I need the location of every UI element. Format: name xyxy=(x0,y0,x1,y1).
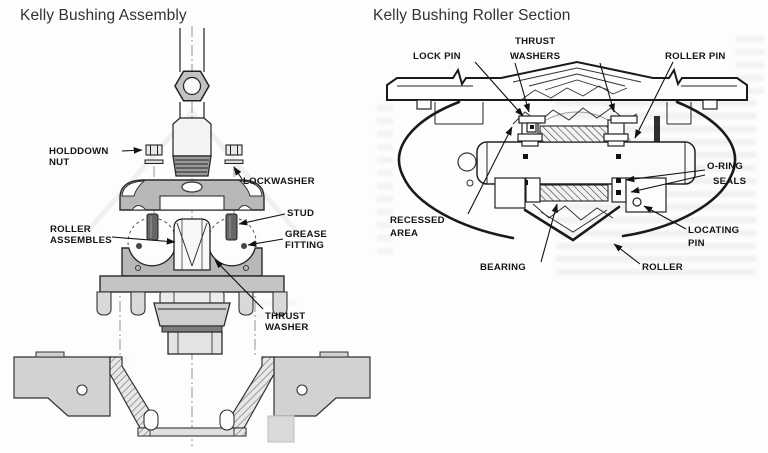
label-grease-fitting: GREASE xyxy=(285,229,327,240)
label-o-ring-seals: O-RING xyxy=(707,161,743,172)
label-roller-pin: ROLLER PIN xyxy=(665,51,726,62)
stud-right xyxy=(225,213,238,241)
holddown-nut-left xyxy=(144,144,164,164)
kelly-saver-sub xyxy=(172,117,212,177)
bearing-lower xyxy=(539,184,609,202)
roller-bottom xyxy=(523,203,621,242)
kelly-groove-piece xyxy=(173,218,211,271)
label-grease-fitting-2: FITTING xyxy=(285,240,324,251)
bearing-upper xyxy=(539,125,609,143)
label-locating-pin-2: PIN xyxy=(688,238,705,249)
label-roller-assembles-2: ASSEMBLES xyxy=(50,235,112,246)
master-bushing-funnel xyxy=(109,356,275,437)
hex-nut-top-view xyxy=(174,70,210,102)
label-locating-pin: LOCATING xyxy=(688,225,739,236)
label-stud: STUD xyxy=(287,208,314,219)
roller-section-callouts: LOCK PIN THRUST WASHERS ROLLER PIN O-RIN… xyxy=(390,36,747,273)
label-roller: ROLLER xyxy=(642,262,683,273)
label-thrust-washer-2: WASHER xyxy=(265,322,309,333)
label-holddown-nut-2: NUT xyxy=(49,157,69,168)
grease-fitting-right xyxy=(241,243,247,249)
roller-section-figure-title: Kelly Bushing Roller Section xyxy=(373,7,571,24)
table-top-plate xyxy=(386,60,748,110)
assembly-figure-title: Kelly Bushing Assembly xyxy=(20,7,187,24)
label-recessed-area-2: AREA xyxy=(390,228,418,239)
holddown-nut-right xyxy=(224,144,244,164)
label-bearing: BEARING xyxy=(480,262,526,273)
stud-left xyxy=(146,213,159,241)
kelly-bushing-assembly-diagram: HOLDDOWN NUT LOCKWASHER ROLLER ASSEMBLES… xyxy=(13,26,371,446)
bushing-top-plate xyxy=(119,179,265,211)
roller-assembly xyxy=(121,213,263,277)
grease-fitting-left xyxy=(136,243,142,249)
label-o-ring-seals-2: SEALS xyxy=(713,176,747,187)
label-roller-assembles: ROLLER xyxy=(50,224,91,235)
label-thrust-washers-2: WASHERS xyxy=(510,51,561,62)
label-recessed-area: RECESSED xyxy=(390,215,445,226)
label-holddown-nut: HOLDDOWN xyxy=(49,146,109,157)
label-lockwasher: LOCKWASHER xyxy=(243,176,315,187)
bushing-flange xyxy=(99,275,285,293)
kelly-bushing-roller-section-diagram: LOCK PIN THRUST WASHERS ROLLER PIN O-RIN… xyxy=(386,36,748,273)
lock-pin xyxy=(518,115,546,133)
locating-pin-hole xyxy=(632,197,642,207)
label-thrust-washers: THRUST xyxy=(515,36,555,47)
label-lock-pin: LOCK PIN xyxy=(413,51,461,62)
rotary-table-section xyxy=(13,351,371,443)
tapered-bowl xyxy=(153,302,231,355)
kelly-rod xyxy=(179,28,205,118)
label-thrust-washer: THRUST xyxy=(265,311,305,322)
flange-bolts xyxy=(96,291,288,316)
assembly-callouts: HOLDDOWN NUT LOCKWASHER ROLLER ASSEMBLES… xyxy=(49,146,327,333)
